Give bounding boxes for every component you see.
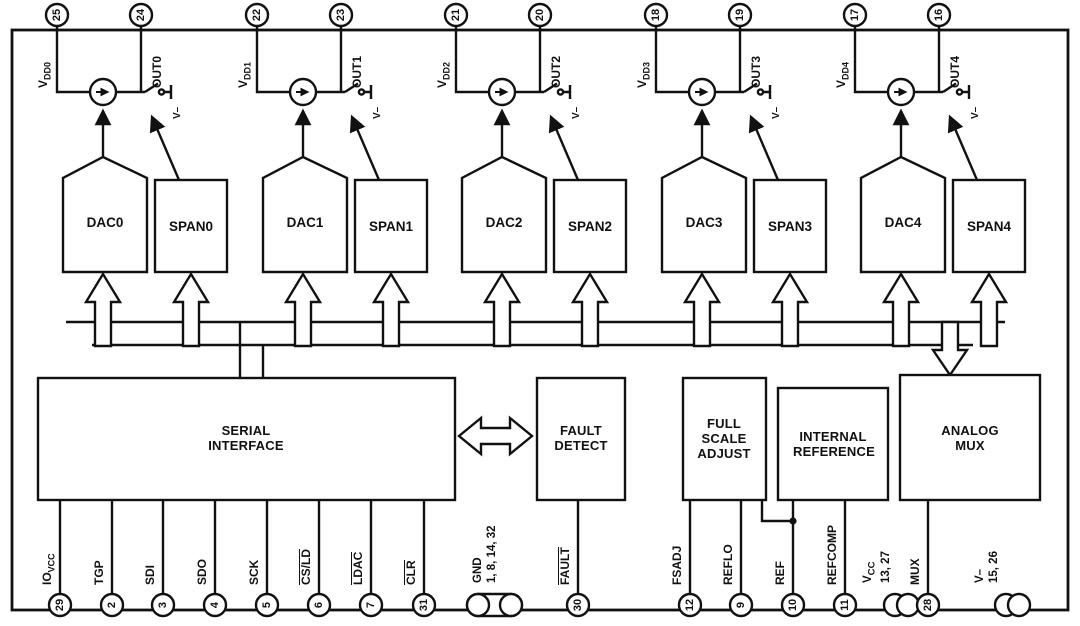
pin-label-reflo: REFLO (721, 544, 735, 585)
fault-detect-label: FAULT DETECT (554, 423, 608, 453)
pin-number-6: 6 (313, 601, 325, 609)
pin-number-31: 31 (418, 598, 430, 612)
pin-label-clr: CLR (404, 560, 419, 585)
pin-label-vminus: V–15, 26 (974, 551, 1000, 583)
pin-number-30: 30 (572, 598, 584, 612)
pin-label-sdi: SDI (143, 564, 157, 585)
full-scale-adjust-label: FULL SCALE ADJUST (697, 416, 751, 461)
pin-number-4: 4 (209, 601, 221, 609)
pin-label-sck: SCK (247, 559, 261, 585)
pin-label-iovcc: IOVCC (40, 553, 57, 585)
bidirectional-arrow (457, 415, 534, 457)
pin-label-fsadj: FSADJ (670, 545, 684, 585)
analog-mux-label: ANALOG MUX (941, 423, 999, 453)
serial-interface-block (36, 376, 457, 502)
pin-label-mux: MUX (908, 558, 922, 585)
pin-label-sdo: SDO (195, 558, 209, 585)
pin-number-3: 3 (157, 601, 169, 609)
bottom-pin-circles (47, 592, 1032, 618)
data-bus (66, 320, 1005, 378)
pin-number-2: 2 (106, 601, 118, 609)
pin-number-28: 28 (922, 598, 934, 612)
pin-label-ldac: LDAC (351, 551, 366, 585)
pin-number-7: 7 (365, 601, 377, 609)
lower-blocks (36, 373, 1042, 502)
pin-label-refcomp: REFCOMP (825, 525, 839, 585)
pin-number-5: 5 (261, 601, 273, 609)
pin-number-29: 29 (54, 598, 66, 612)
ref-junction-dot (789, 517, 797, 525)
bus-arrow-to-mux (930, 320, 970, 378)
pin-label-ref: REF (773, 561, 787, 585)
pin-label-csld: CS/LD (299, 549, 314, 585)
serial-interface-label: SERIAL INTERFACE (208, 423, 284, 453)
pin-number-10: 10 (787, 598, 799, 612)
fault-detect-block (535, 376, 627, 502)
bottom-wires (58, 500, 930, 594)
internal-reference-block (776, 386, 890, 502)
pin-number-9: 9 (735, 601, 747, 609)
full-scale-adjust-block (681, 376, 768, 502)
analog-mux-block (898, 373, 1042, 502)
pin-number-12: 12 (684, 598, 696, 612)
pin-label-tgp: TGP (92, 560, 106, 585)
pin-number-11: 11 (839, 599, 851, 611)
internal-reference-label: INTERNAL REFERENCE (793, 429, 875, 459)
pin-label-fault: FAULT (558, 547, 573, 585)
